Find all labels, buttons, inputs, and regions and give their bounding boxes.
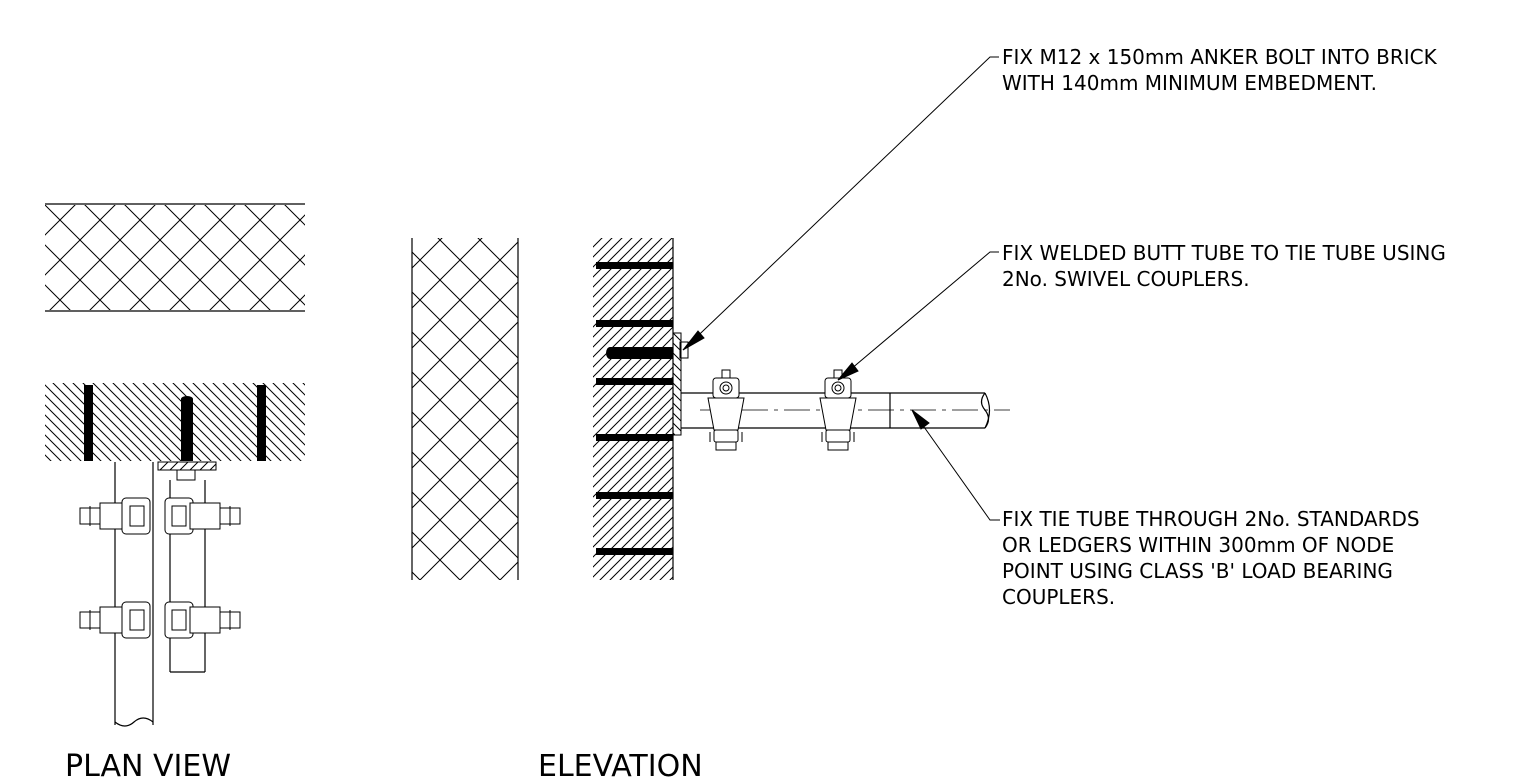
note-anchor-bolt-line-2: WITH 140mm MINIMUM EMBEDMENT. — [1002, 71, 1378, 95]
note-butt-tube-line-2: 2No. SWIVEL COUPLERS. — [1002, 267, 1250, 291]
elevation-masonry-crosshatch — [411, 238, 519, 580]
swivel-couplers — [707, 369, 857, 451]
note-tie-tube-line-4: COUPLERS. — [1002, 585, 1116, 609]
elevation-brick-wall — [593, 238, 674, 580]
plan-bracket-plate — [157, 461, 217, 481]
leader-butt-tube-arrow — [837, 362, 859, 381]
technical-drawing — [45, 56, 1010, 727]
leader-tie-tube-arrow — [911, 409, 930, 430]
swivel-coupler-1 — [707, 369, 745, 451]
note-tie-tube-line-2: OR LEDGERS WITHIN 300mm OF NODE — [1002, 533, 1395, 557]
plan-coupler-lower — [79, 601, 241, 639]
note-butt-tube-line-1: FIX WELDED BUTT TUBE TO TIE TUBE USING — [1002, 241, 1446, 265]
elevation-view — [411, 238, 1010, 580]
plan-brick-wall — [45, 383, 305, 461]
elevation-bracket-plate — [672, 332, 682, 436]
note-tie-tube: FIX TIE TUBE THROUGH 2No. STANDARDS OR L… — [1002, 506, 1420, 610]
plan-couplers — [79, 497, 241, 639]
note-tie-tube-line-3: POINT USING CLASS 'B' LOAD BEARING — [1002, 559, 1393, 583]
note-anchor-bolt-line-1: FIX M12 x 150mm ANKER BOLT INTO BRICK — [1002, 45, 1437, 69]
note-anchor-bolt: FIX M12 x 150mm ANKER BOLT INTO BRICK WI… — [1002, 44, 1437, 96]
plan-masonry-crosshatch — [45, 203, 305, 312]
leader-bolt — [682, 56, 999, 351]
leader-lines — [682, 56, 1000, 521]
note-tie-tube-line-1: FIX TIE TUBE THROUGH 2No. STANDARDS — [1002, 507, 1420, 531]
leader-bolt-arrow — [682, 330, 705, 351]
plan-coupler-upper — [79, 497, 241, 535]
plan-view — [45, 203, 305, 727]
leader-tie-tube — [911, 409, 1000, 521]
leader-butt-tube — [837, 251, 999, 381]
plan-view-title: PLAN VIEW — [65, 749, 231, 784]
elevation-view-title: ELEVATION — [538, 749, 703, 784]
swivel-coupler-2 — [819, 369, 857, 451]
note-butt-tube: FIX WELDED BUTT TUBE TO TIE TUBE USING 2… — [1002, 240, 1446, 292]
